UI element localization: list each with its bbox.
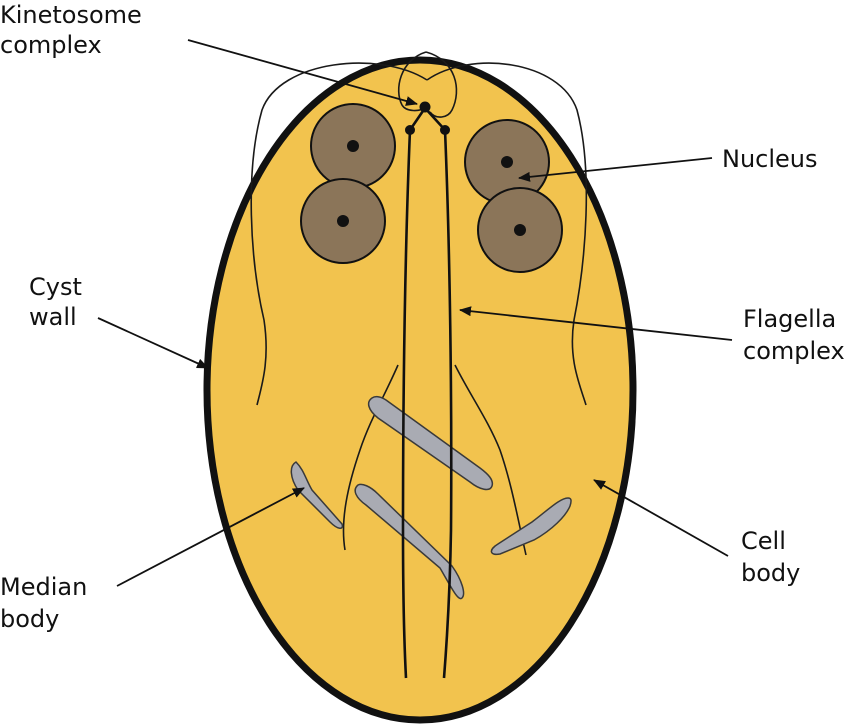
- nucleolus-lower-left: [337, 215, 349, 227]
- nucleolus-lower-right: [514, 224, 526, 236]
- kinetosome-label: Kinetosome complex: [0, 1, 149, 59]
- nucleus-label: Nucleus: [722, 145, 818, 173]
- nucleolus-upper-right: [501, 156, 513, 168]
- kinetosome-dot: [405, 125, 415, 135]
- kinetosome-dot: [440, 125, 450, 135]
- nucleolus-upper-left: [347, 140, 359, 152]
- cyst-wall-label: Cyst wall: [29, 273, 90, 331]
- flagella-label: Flagella complex: [743, 305, 845, 365]
- cyst-wall-arrow: [98, 318, 208, 368]
- kinetosome-dot: [420, 102, 431, 113]
- cyst-wall: [207, 60, 633, 720]
- median-body-label: Median body: [0, 573, 95, 633]
- cell-body-label: Cell body: [741, 527, 800, 587]
